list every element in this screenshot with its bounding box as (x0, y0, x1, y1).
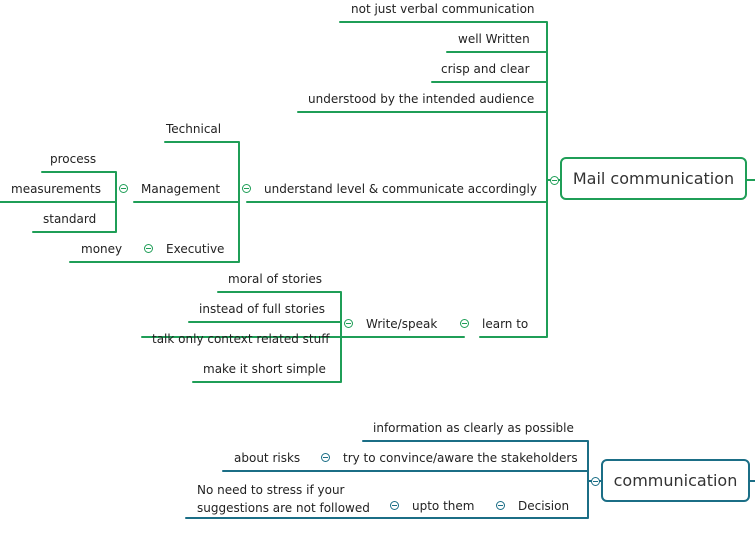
collapse-toggle-icon[interactable] (390, 501, 399, 510)
no-stress-line-2: suggestions are not followed (197, 501, 370, 515)
node-technical[interactable]: Technical (166, 122, 222, 136)
node-about-risks[interactable]: about risks (234, 451, 301, 465)
collapse-toggle-icon[interactable] (144, 244, 153, 253)
node-decision[interactable]: Decision (518, 499, 570, 513)
connector-mail-spine (246, 21, 561, 338)
collapse-toggle-icon[interactable] (550, 176, 559, 185)
topic-mail-communication[interactable]: Mail communication (560, 157, 747, 200)
collapse-toggle-icon[interactable] (119, 184, 128, 193)
node-moral-of-stories[interactable]: moral of stories (228, 272, 323, 286)
node-management[interactable]: Management (141, 182, 221, 196)
node-upto-them[interactable]: upto them (412, 499, 475, 513)
collapse-toggle-icon[interactable] (591, 477, 600, 486)
topic-communication[interactable]: communication (601, 459, 750, 502)
node-write-speak[interactable]: Write/speak (366, 317, 438, 331)
collapse-toggle-icon[interactable] (321, 453, 330, 462)
connector-management (0, 171, 117, 233)
collapse-toggle-icon[interactable] (344, 319, 353, 328)
no-stress-line-1: No need to stress if your (197, 483, 345, 497)
collapse-toggle-icon[interactable] (496, 501, 505, 510)
node-money[interactable]: money (81, 242, 123, 256)
node-no-need-to-stress[interactable]: No need to stress if your suggestions ar… (197, 481, 370, 517)
node-instead-of-full-stories[interactable]: instead of full stories (199, 302, 325, 316)
node-measurements[interactable]: measurements (11, 182, 101, 196)
node-understood-by-audience[interactable]: understood by the intended audience (308, 92, 535, 106)
node-information-clearly[interactable]: information as clearly as possible (373, 421, 574, 435)
node-talk-context[interactable]: talk only context related stuff (152, 332, 330, 346)
node-crisp-and-clear[interactable]: crisp and clear (441, 62, 530, 76)
node-standard[interactable]: standard (43, 212, 97, 226)
node-executive[interactable]: Executive (166, 242, 225, 256)
node-try-to-convince[interactable]: try to convince/aware the stakeholders (343, 451, 578, 465)
node-process[interactable]: process (50, 152, 97, 166)
connector-write-speak (141, 291, 465, 383)
node-learn-to[interactable]: learn to (482, 317, 529, 331)
node-understand-level[interactable]: understand level & communicate according… (264, 182, 537, 196)
collapse-toggle-icon[interactable] (460, 319, 469, 328)
collapse-toggle-icon[interactable] (242, 184, 251, 193)
node-not-just-verbal[interactable]: not just verbal communication (351, 2, 535, 16)
node-well-written[interactable]: well Written (458, 32, 530, 46)
node-make-it-short[interactable]: make it short simple (203, 362, 326, 376)
connector-understand-level (69, 141, 240, 263)
